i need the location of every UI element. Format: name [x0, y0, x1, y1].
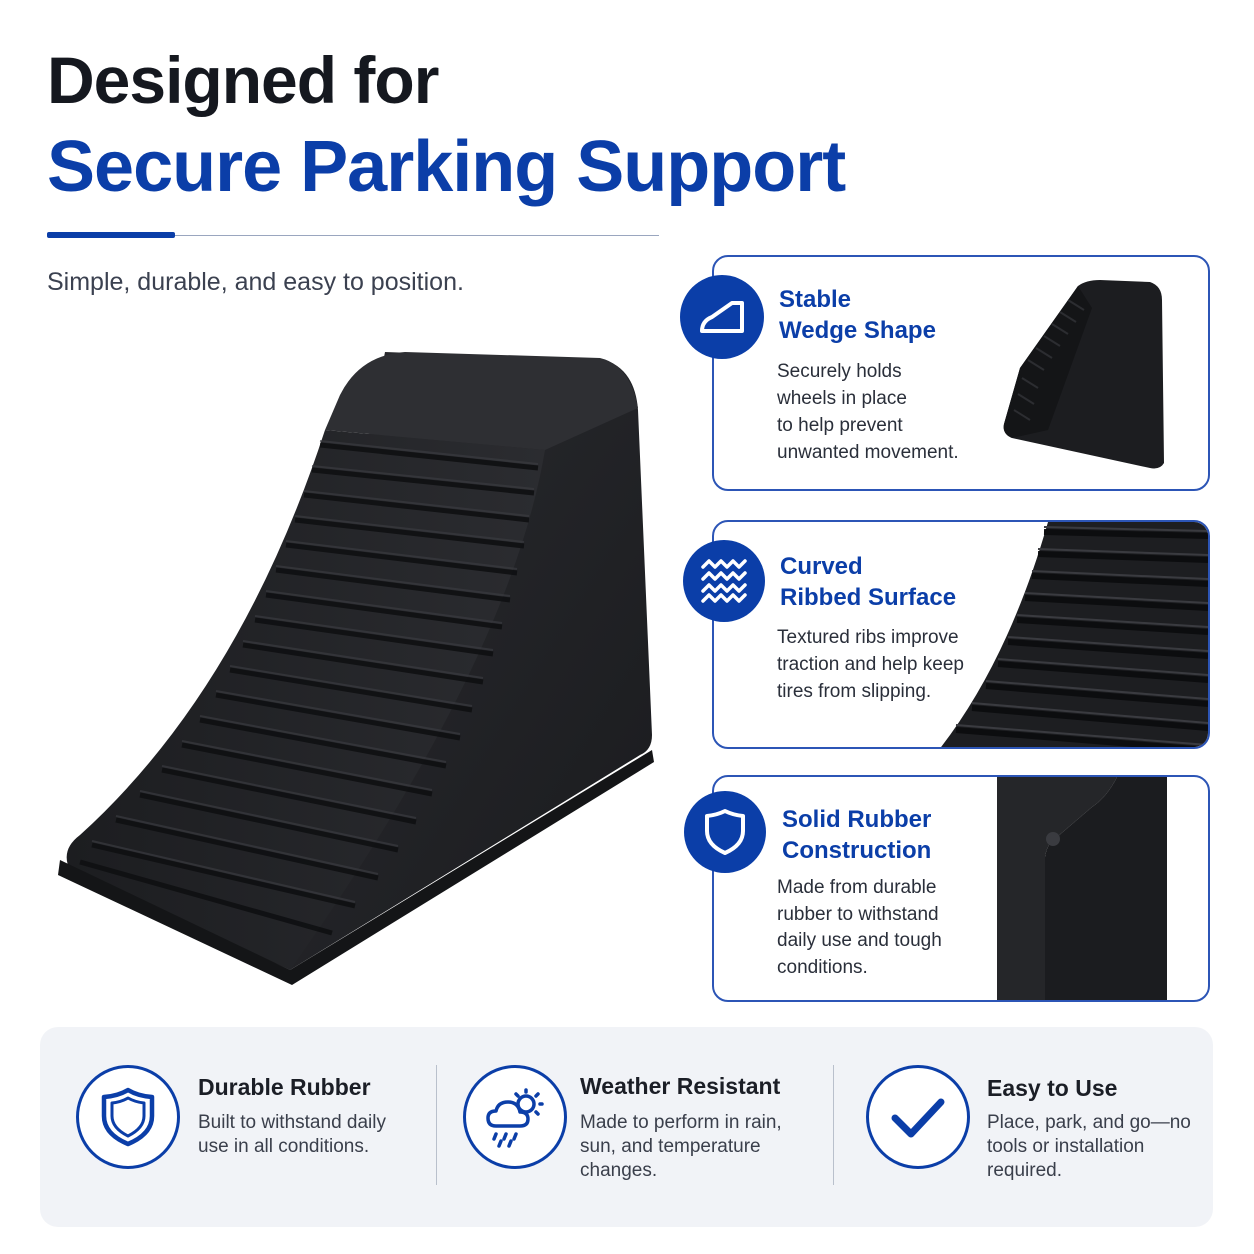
feature-body-ribbed: Textured ribs improve traction and help … [777, 627, 964, 702]
benefit-title: Weather Resistant [580, 1073, 781, 1099]
feature-card-rubber [712, 775, 1210, 1002]
benefit-title: Durable Rubber [198, 1074, 371, 1100]
benefit-title: Easy to Use [987, 1075, 1118, 1101]
feature-title-rubber: Solid Rubber Construction [782, 806, 932, 864]
benefit-easy: Easy to Use Place, park, and go—no tools… [834, 1027, 1213, 1227]
wedge-icon [680, 275, 764, 359]
headline-line-1: Designed for [47, 43, 439, 117]
subtitle: Simple, durable, and easy to position. [47, 268, 464, 296]
ramp-ribs [79, 442, 539, 936]
weather-icon [463, 1065, 567, 1169]
feature-card-ribbed [712, 520, 1210, 749]
benefit-divider [436, 1065, 437, 1185]
benefit-description: Place, park, and go—no tools or installa… [987, 1112, 1191, 1181]
headline-line-2: Secure Parking Support [47, 127, 846, 207]
ribbed-surface-photo [941, 522, 1208, 747]
waves-icon [683, 540, 765, 622]
shield-icon [76, 1065, 180, 1169]
shield-icon [684, 791, 766, 873]
benefits-panel: Durable Rubber Built to withstand daily … [40, 1027, 1213, 1227]
solid-rubber-photo [997, 777, 1167, 1000]
title-divider [47, 235, 659, 236]
wedge-photo [1003, 280, 1164, 469]
benefit-durable: Durable Rubber Built to withstand daily … [40, 1027, 436, 1227]
benefit-weather: Weather Resistant Made to perform in rai… [437, 1027, 833, 1227]
benefit-description: Made to perform in rain, sun, and temper… [580, 1112, 782, 1181]
feature-body-rubber: Made from durable rubber to withstand da… [777, 877, 942, 978]
feature-body-wedge: Securely holds wheels in place to help p… [777, 361, 959, 463]
benefit-divider [833, 1065, 834, 1185]
feature-title-ribbed: Curved Ribbed Surface [780, 553, 957, 611]
benefit-description: Built to withstand daily use in all cond… [198, 1112, 386, 1157]
wheel-chock-hero-image [58, 352, 654, 985]
checkmark-icon [866, 1065, 970, 1169]
feature-title-wedge: Stable Wedge Shape [779, 286, 936, 344]
title-divider-accent [47, 232, 175, 238]
